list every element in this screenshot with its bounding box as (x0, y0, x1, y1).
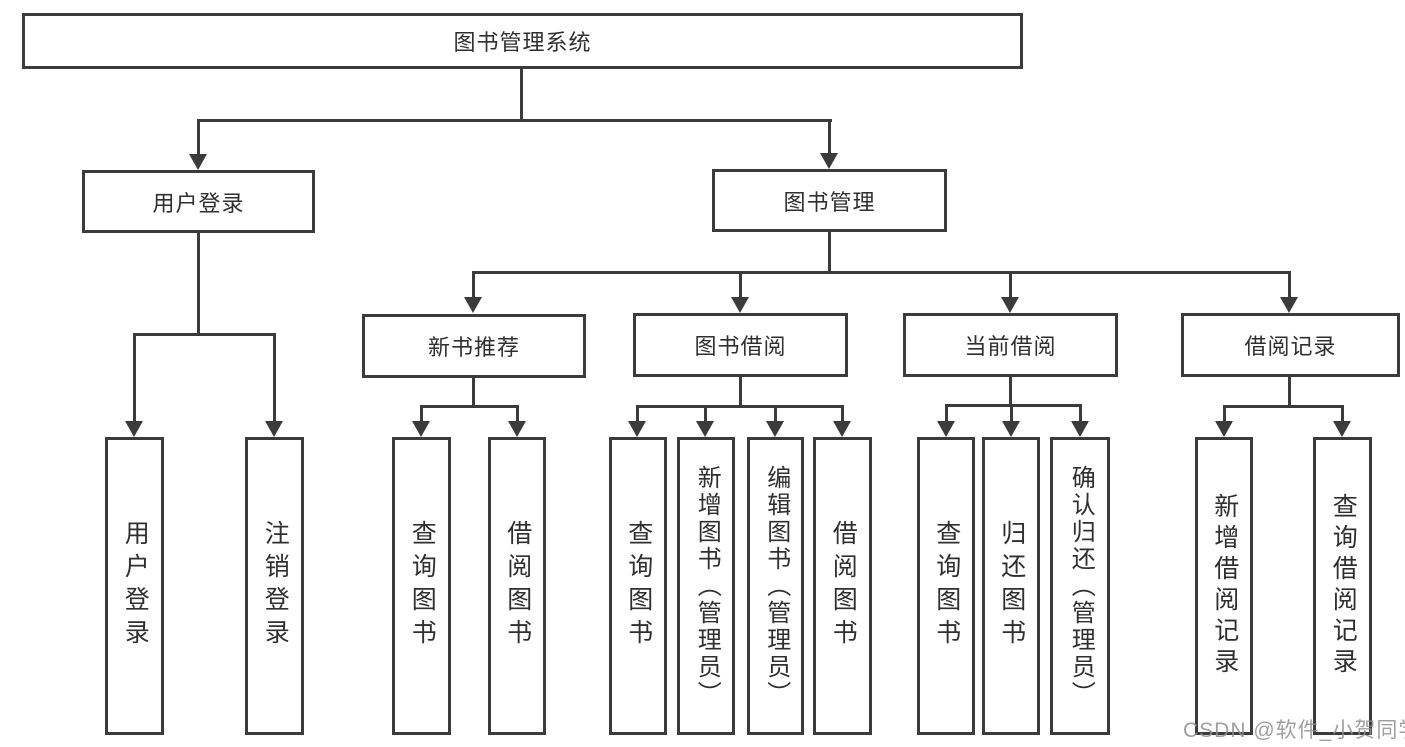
connector-line (520, 69, 523, 122)
connector-line (1079, 404, 1082, 422)
arrowhead-icon (412, 421, 430, 437)
node-label: 编辑图书（管理员） (762, 464, 790, 708)
connector-line (828, 119, 831, 155)
node-current-borrowing: 当前借阅 (903, 313, 1118, 377)
node-logout: 注销登录 (245, 437, 304, 735)
node-new-book-recommend: 新书推荐 (362, 314, 586, 378)
arrowhead-icon (628, 421, 646, 437)
arrowhead-icon (508, 421, 526, 437)
connector-line (1341, 405, 1344, 422)
arrowhead-icon (464, 297, 482, 313)
arrowhead-icon (189, 154, 207, 170)
connector-line (636, 405, 844, 408)
node-label: 借阅图书 (503, 520, 532, 652)
node-label: 归还图书 (997, 520, 1026, 652)
node-book-management: 图书管理 (712, 169, 947, 232)
arrowhead-icon (1071, 421, 1089, 437)
node-label: 查询图书 (624, 520, 653, 652)
node-label: 新增图书（管理员） (693, 464, 721, 708)
connector-line (1288, 271, 1291, 298)
node-borrowing-records: 借阅记录 (1181, 313, 1400, 377)
connector-line (841, 405, 844, 422)
connector-line (273, 333, 276, 422)
node-label: 图书借阅 (694, 334, 787, 359)
node-add-borrow-record: 新增借阅记录 (1195, 437, 1253, 735)
node-edit-books-admin: 编辑图书（管理员） (747, 437, 804, 735)
csdn-watermark: CSDN @软件_小贺同学 (1183, 719, 1405, 742)
connector-line (945, 404, 948, 422)
connector-line (420, 405, 519, 408)
node-borrow-books-recommend: 借阅图书 (488, 437, 546, 735)
arrowhead-icon (820, 153, 838, 169)
node-borrow-books: 借阅图书 (813, 437, 872, 735)
connector-line (1009, 271, 1012, 298)
arrowhead-icon (696, 421, 714, 437)
connector-line (739, 271, 742, 298)
arrowhead-icon (1001, 297, 1019, 313)
arrowhead-icon (125, 421, 143, 437)
node-query-books-borrow: 查询图书 (609, 437, 667, 735)
connector-line (472, 271, 1291, 274)
connector-line (1010, 404, 1013, 422)
connector-line (1223, 405, 1343, 408)
connector-line (1009, 377, 1012, 407)
node-label: 新增借阅记录 (1210, 493, 1239, 679)
arrowhead-icon (1002, 421, 1020, 437)
arrowhead-icon (1280, 297, 1298, 313)
connector-line (516, 405, 519, 422)
node-user-login: 用户登录 (82, 170, 315, 233)
connector-line (472, 271, 475, 298)
connector-line (774, 405, 777, 422)
node-label: 图书管理 (783, 189, 876, 215)
arrowhead-icon (1215, 421, 1233, 437)
connector-line (704, 405, 707, 422)
connector-line (828, 232, 831, 274)
node-label: 查询借阅记录 (1329, 493, 1358, 679)
node-book-borrowing: 图书借阅 (633, 313, 848, 377)
node-query-books-current: 查询图书 (917, 437, 975, 735)
node-label: 查询图书 (932, 520, 961, 652)
connector-line (197, 233, 200, 336)
connector-line (945, 404, 1082, 407)
node-user-login-leaf: 用户登录 (105, 437, 164, 735)
connector-line (472, 378, 475, 408)
node-library-management-system: 图书管理系统 (22, 13, 1023, 69)
node-label: 图书管理系统 (453, 30, 592, 55)
arrowhead-icon (731, 297, 749, 313)
connector-line (420, 405, 423, 422)
node-label: 借阅记录 (1244, 334, 1337, 359)
node-confirm-return-admin: 确认归还（管理员） (1050, 437, 1110, 735)
arrowhead-icon (1333, 421, 1351, 437)
arrowhead-icon (265, 421, 283, 437)
arrowhead-icon (766, 421, 784, 437)
node-label: 当前借阅 (964, 334, 1057, 359)
node-query-books-recommend: 查询图书 (392, 437, 451, 735)
node-label: 用户登录 (152, 190, 245, 216)
node-label: 查询图书 (408, 520, 437, 652)
arrowhead-icon (937, 421, 955, 437)
connector-line (133, 333, 276, 336)
connector-line (133, 333, 136, 422)
connector-line (636, 405, 639, 422)
arrowhead-icon (833, 421, 851, 437)
connector-line (197, 119, 832, 122)
connector-line (739, 377, 742, 408)
connector-line (1288, 377, 1291, 408)
node-label: 注销登录 (261, 520, 290, 652)
connector-line (1223, 405, 1226, 422)
node-label: 新书推荐 (427, 335, 520, 360)
node-return-books: 归还图书 (982, 437, 1040, 735)
node-add-books-admin: 新增图书（管理员） (677, 437, 735, 735)
node-label: 借阅图书 (829, 520, 858, 652)
node-query-borrow-record: 查询借阅记录 (1313, 437, 1372, 735)
node-label: 确认归还（管理员） (1067, 464, 1095, 708)
node-label: 用户登录 (121, 520, 150, 652)
connector-line (197, 119, 200, 155)
